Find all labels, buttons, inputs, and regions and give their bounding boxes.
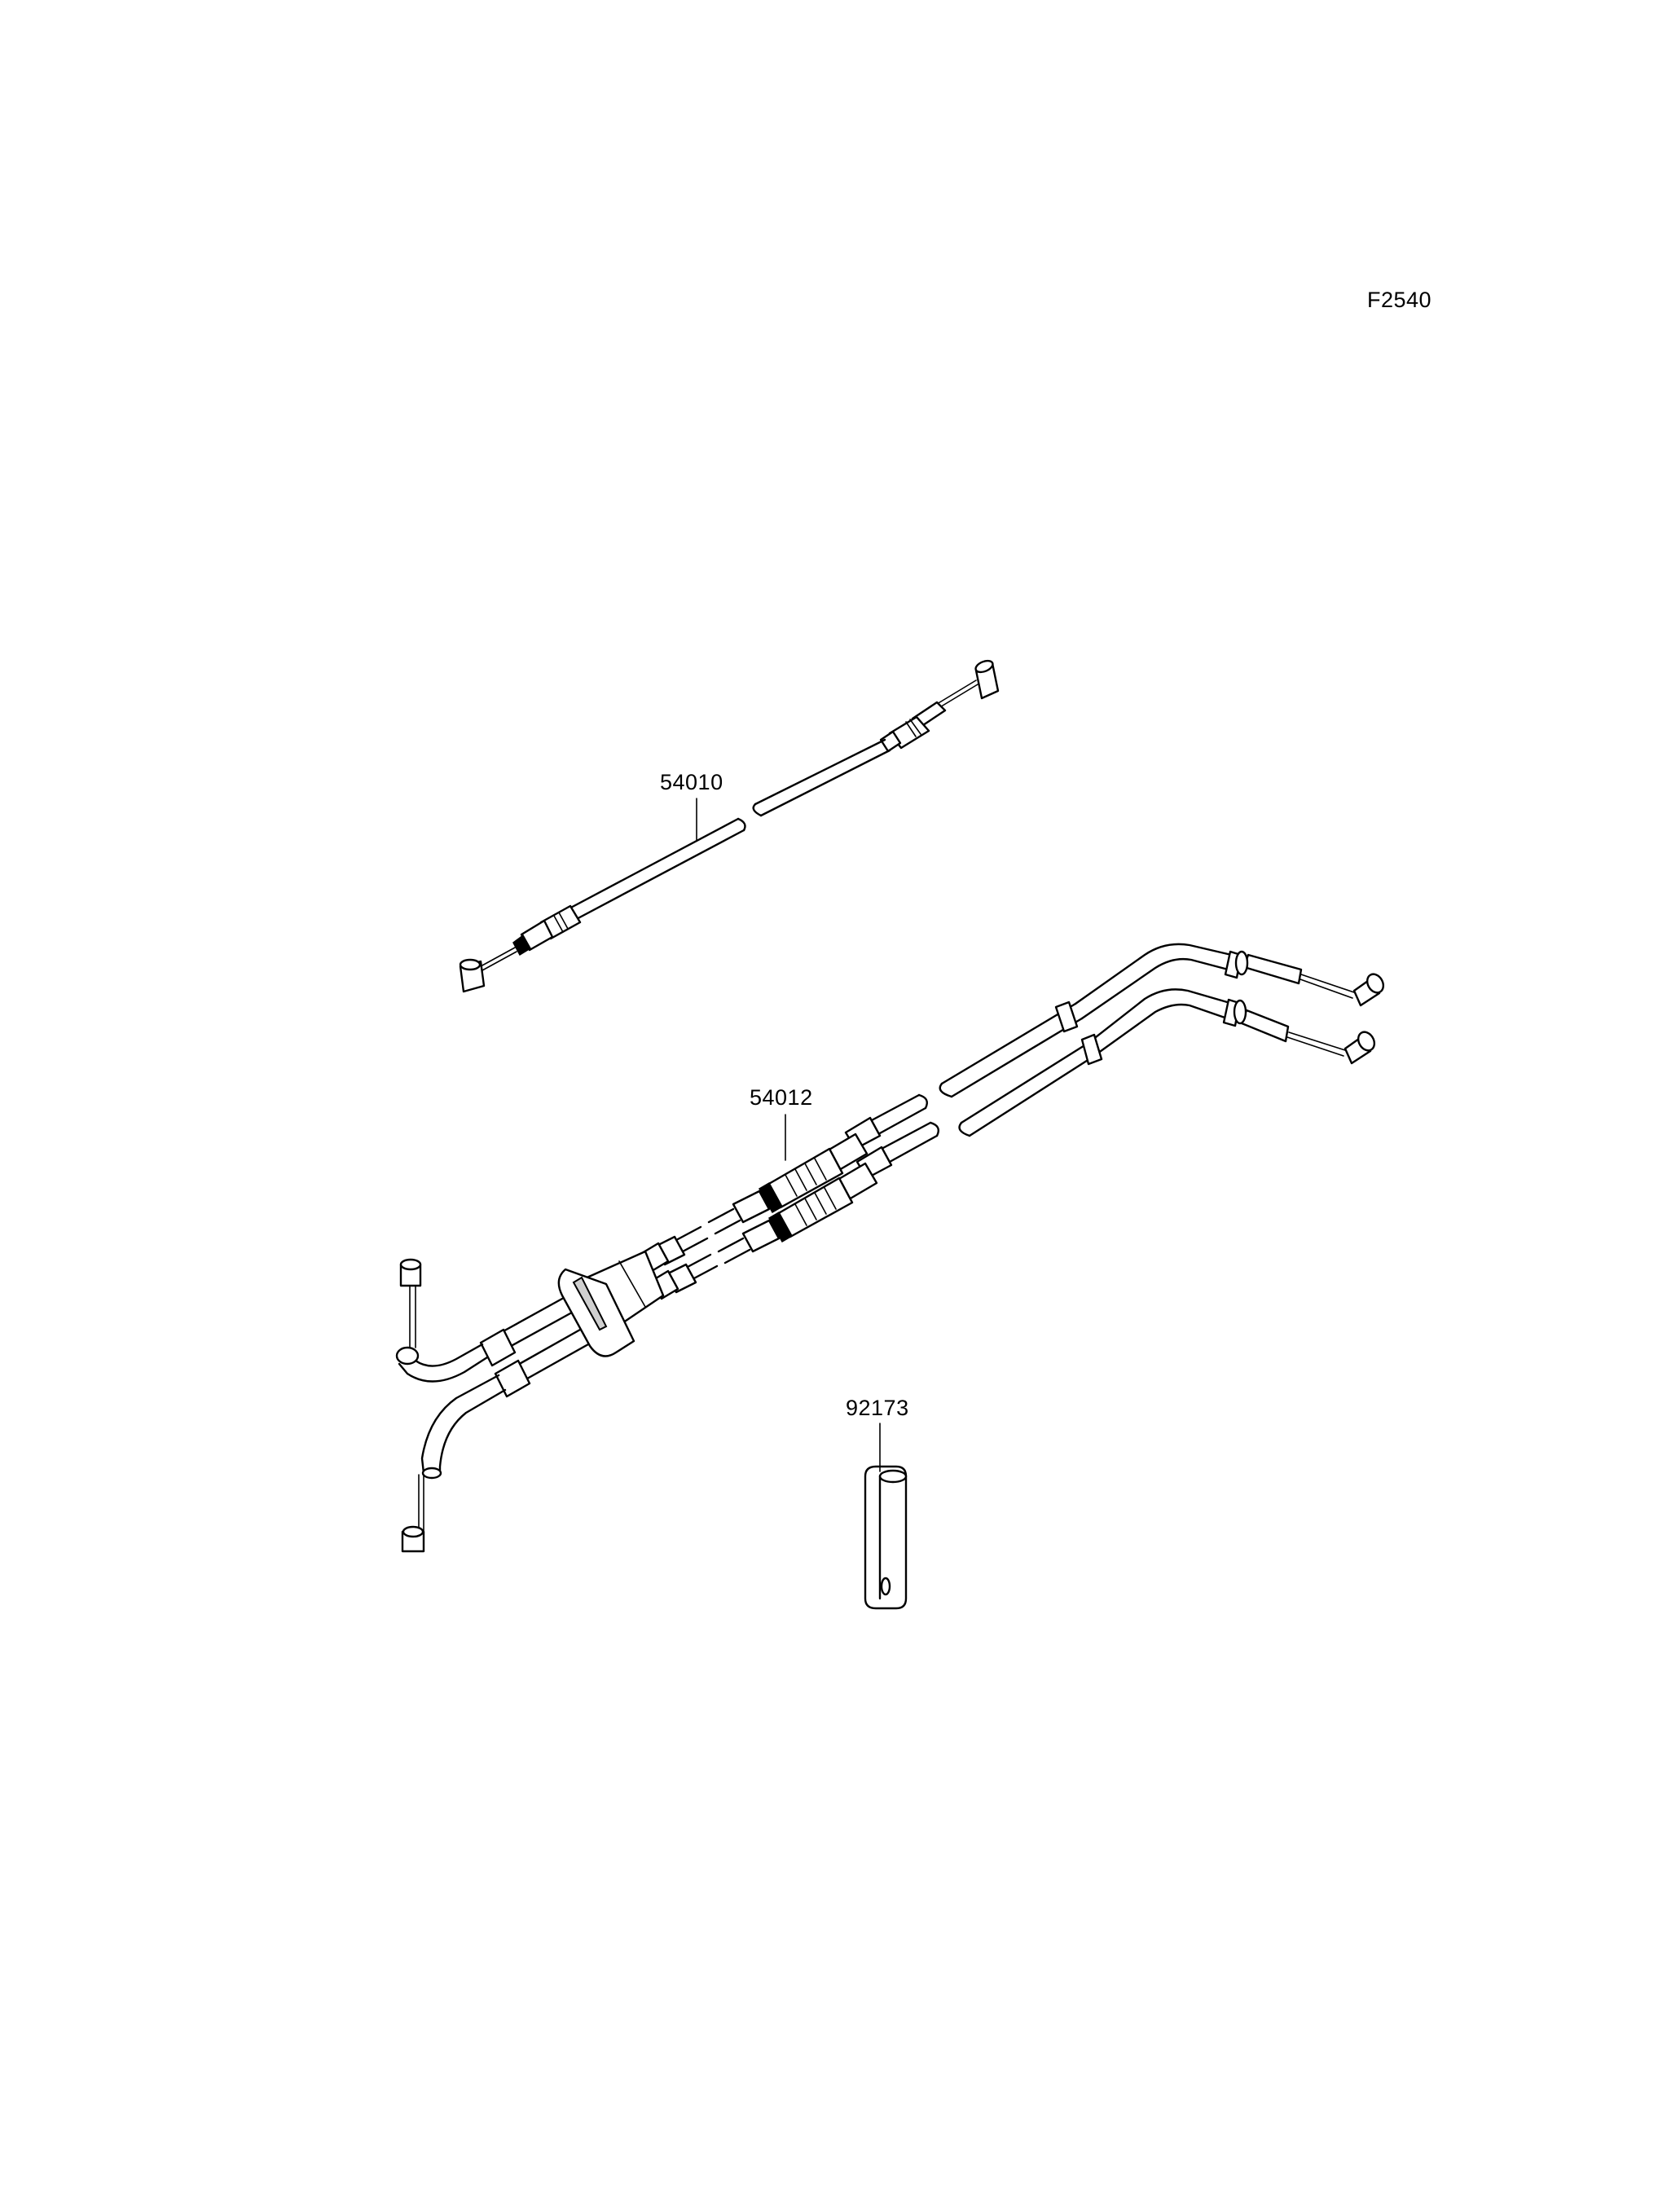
cable-end-left-lower <box>401 1374 507 1553</box>
throttle-cable-54010[interactable]: 54010 <box>459 658 1000 993</box>
housing-segment-lower-right <box>958 1033 1103 1137</box>
bent-tube-lower <box>1087 988 1247 1059</box>
cable-housing-lower <box>565 817 746 923</box>
knurled-adjuster-lower <box>741 1162 878 1253</box>
cable-end-right-upper <box>1242 953 1385 1007</box>
cable-adjuster-lower <box>512 904 582 957</box>
housing-segment-upper-right <box>939 1001 1084 1098</box>
junction-boot <box>557 1242 679 1357</box>
cable-end-fitting-upper <box>936 659 1000 709</box>
part-label-54010: 54010 <box>660 770 723 794</box>
knurled-adjuster-upper <box>732 1132 869 1224</box>
cable-end-fitting-lower <box>459 947 517 993</box>
left-cable-housing <box>479 1297 590 1398</box>
cable-end-right-lower <box>1240 1009 1376 1065</box>
cable-housing-upper <box>752 738 891 817</box>
figure-code: F2540 <box>1367 288 1432 312</box>
clamp-92173[interactable]: 92173 <box>846 1396 909 1610</box>
cable-adjuster-upper <box>879 701 947 753</box>
part-label-92173: 92173 <box>846 1396 909 1420</box>
bent-tube-upper <box>1074 943 1249 1020</box>
throttle-cable-assembly-54012[interactable]: 54012 <box>395 943 1387 1553</box>
cable-end-left-upper <box>395 1258 489 1383</box>
part-label-54012: 54012 <box>750 1085 813 1110</box>
